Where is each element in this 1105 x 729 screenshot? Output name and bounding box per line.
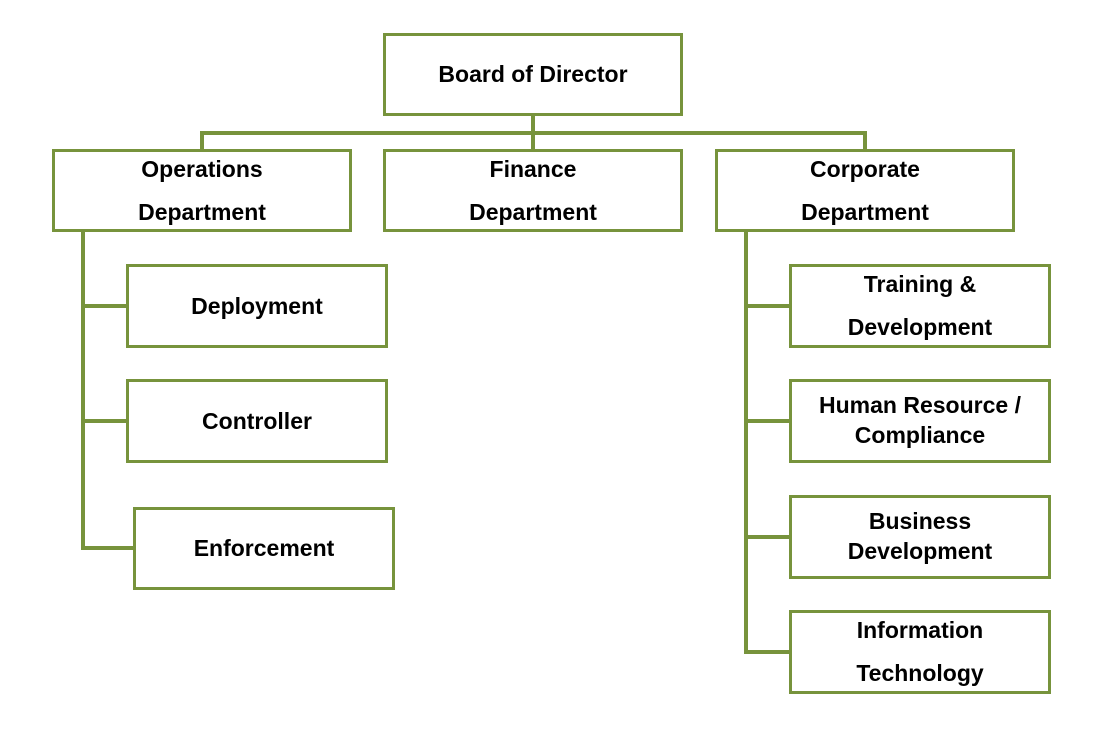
information-technology-box: Information Technology [789, 610, 1051, 694]
business-development-box: Business Development [789, 495, 1051, 579]
training-development-label: Training & Development [847, 271, 993, 340]
operations-department-box: Operations Department [52, 149, 352, 232]
operations-department-label: Operations Department [138, 155, 266, 225]
deployment-box: Deployment [126, 264, 388, 348]
business-development-label: Business Development [847, 508, 993, 564]
information-technology-label: Information Technology [856, 617, 984, 686]
finance-department-box: Finance Department [383, 149, 683, 232]
human-resource-compliance-label: Human Resource / Compliance [819, 392, 1021, 448]
enforcement-box: Enforcement [133, 507, 395, 590]
human-resource-compliance-box: Human Resource / Compliance [789, 379, 1051, 463]
board-of-director-label: Board of Director [438, 61, 628, 87]
board-of-director-box: Board of Director [383, 33, 683, 116]
corporate-department-label: Corporate Department [801, 155, 929, 225]
deployment-label: Deployment [191, 292, 323, 319]
training-development-box: Training & Development [789, 264, 1051, 348]
finance-department-label: Finance Department [469, 155, 597, 225]
controller-box: Controller [126, 379, 388, 463]
enforcement-label: Enforcement [193, 535, 335, 561]
corporate-department-box: Corporate Department [715, 149, 1015, 232]
controller-label: Controller [202, 407, 312, 434]
